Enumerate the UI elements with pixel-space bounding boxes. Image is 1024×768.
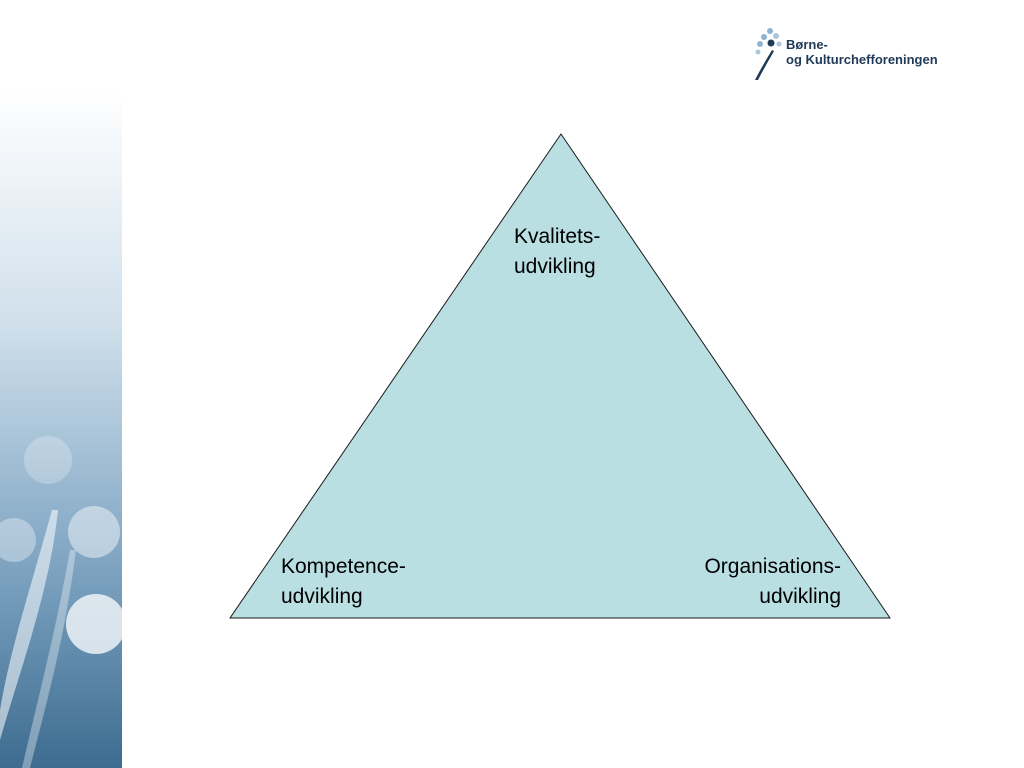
logo-line-2: og Kulturchefforeningen — [786, 52, 938, 67]
right-label-line-2: udvikling — [759, 585, 841, 608]
right-label-line-1: Organisations- — [704, 555, 841, 578]
logo-mark-icon — [755, 28, 782, 80]
label-organisationsudvikling: Organisations- udvikling — [704, 552, 841, 612]
triangle-diagram — [229, 133, 891, 619]
triangle-shape — [229, 133, 891, 619]
label-kompetenceudvikling: Kompetence- udvikling — [281, 552, 406, 612]
side-decoration — [0, 90, 122, 768]
left-label-line-1: Kompetence- — [281, 555, 406, 578]
logo-text: Børne- og Kulturchefforeningen — [786, 37, 938, 67]
logo-line-1: Børne- — [786, 37, 828, 52]
top-label-line-2: udvikling — [514, 255, 596, 278]
left-label-line-2: udvikling — [281, 585, 363, 608]
label-kvalitetsudvikling: Kvalitets- udvikling — [514, 222, 600, 282]
logo: Børne- og Kulturchefforeningen — [752, 26, 962, 82]
top-label-line-1: Kvalitets- — [514, 225, 601, 248]
